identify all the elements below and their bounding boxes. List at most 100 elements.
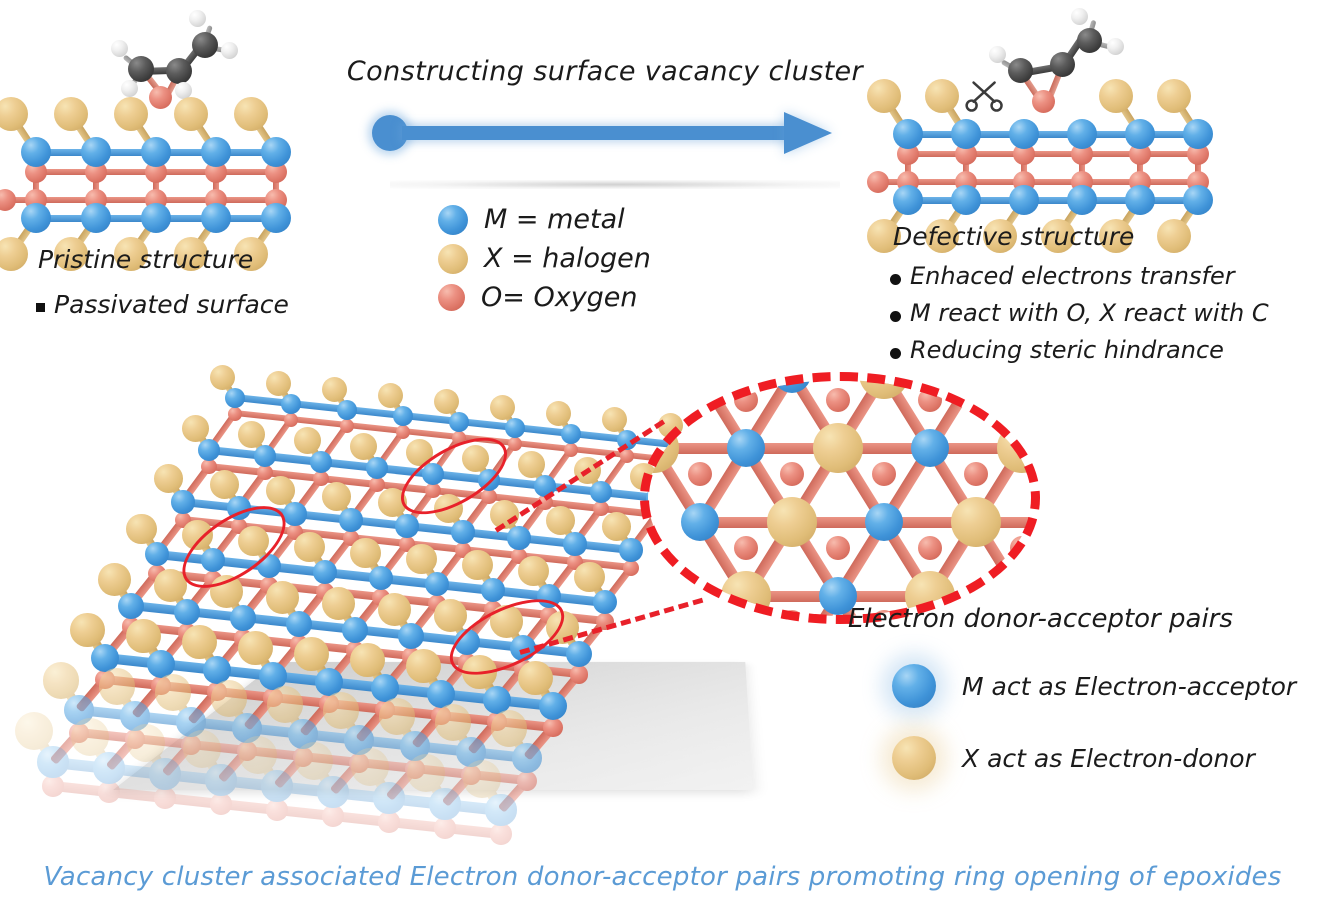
metal-atom-icon [892, 664, 936, 708]
oxygen-atom [266, 799, 288, 821]
bond [156, 148, 216, 156]
halogen-atom-icon [892, 736, 936, 780]
bond [966, 151, 1024, 157]
dot-bullet-icon [890, 274, 901, 285]
oxygen-atom [42, 775, 64, 797]
halogen-atom [182, 729, 221, 768]
halogen-atom [982, 219, 1017, 253]
legend-label: O= Oxygen [481, 282, 638, 313]
metal-atom [227, 496, 251, 520]
halogen-atom [173, 97, 208, 131]
bond [908, 130, 966, 138]
halogen-atom [518, 555, 549, 587]
halogen-atom [210, 470, 239, 499]
legend-label: X = halogen [484, 243, 651, 274]
halogen-atom [113, 97, 148, 131]
halogen-atom [210, 575, 243, 608]
oxygen-atom [283, 412, 298, 427]
halogen-atom [378, 383, 403, 409]
metal-atom [141, 137, 171, 167]
oxygen-atom [210, 793, 232, 815]
halogen-atom [462, 759, 501, 798]
oxygen-atom [68, 722, 90, 744]
oxygen-atom [490, 823, 512, 845]
halogen-atom [574, 561, 605, 593]
halogen-atom [42, 662, 79, 699]
list-item: M react with O, X react with C [890, 299, 1310, 327]
metal-atom [893, 119, 923, 149]
metal-atom [312, 559, 338, 585]
bond [216, 214, 276, 222]
halogen-atom [350, 537, 381, 569]
halogen-atom [322, 692, 359, 729]
bond [96, 197, 156, 203]
defective-structure-label: Defective structure [893, 222, 1135, 251]
bond [966, 196, 1024, 204]
metal-atom [200, 547, 226, 573]
oxygen-atom [955, 143, 977, 165]
halogen-atom [434, 704, 471, 741]
oxygen-atom [145, 161, 167, 183]
metal-atom [120, 701, 150, 731]
halogen-atom [378, 488, 407, 517]
metal-atom [563, 532, 587, 556]
metal-atom [171, 490, 195, 514]
list-item: Enhaced electrons transfer [890, 262, 1310, 290]
halogen-atom [518, 660, 553, 696]
bond [216, 148, 276, 156]
pair-legend-title: Electron donor-acceptor pairs [848, 604, 1233, 634]
metal-atom [512, 743, 542, 773]
halogen-atom [462, 549, 493, 581]
bond [156, 169, 216, 175]
halogen-atom [0, 97, 28, 131]
epoxide-molecule-left [95, 8, 245, 109]
oxygen-atom [425, 483, 441, 499]
metal-atom-icon [438, 204, 468, 235]
oxygen-atom [622, 559, 640, 577]
bond [156, 197, 216, 203]
epoxide-molecule-right [975, 8, 1125, 113]
slab-lattice [14, 365, 835, 860]
metal-atom [456, 737, 486, 767]
metal-atom [344, 725, 374, 755]
halogen-atom [126, 618, 161, 654]
halogen-atom [53, 97, 88, 131]
metal-atom [21, 137, 51, 167]
metal-atom [1125, 119, 1155, 149]
metal-atom [368, 565, 394, 591]
bond [36, 214, 96, 222]
oxygen-atom [451, 430, 466, 445]
metal-atom [400, 731, 430, 761]
oxygen-atom [201, 459, 217, 475]
metal-atom [317, 776, 349, 808]
metal-atom [21, 203, 51, 233]
metal-atom [173, 598, 201, 626]
metal-atom [448, 411, 470, 433]
passivated-surface-bullet: Passivated surface [36, 290, 289, 319]
hydrogen-atom [1071, 8, 1088, 25]
bond [908, 196, 966, 204]
oxygen-atom [395, 424, 410, 439]
hydrogen-atom [111, 40, 128, 57]
pair-legend-item-acceptor: M act as Electron-acceptor [892, 650, 1296, 722]
bond [1024, 196, 1082, 204]
oxygen-atom [265, 161, 287, 183]
legend-item-halogen: X = halogen [438, 239, 651, 278]
bond [36, 197, 96, 203]
metal-atom [205, 764, 237, 796]
bond [966, 130, 1024, 138]
metal-atom [146, 649, 176, 679]
legend-label: M = metal [484, 204, 625, 235]
oxygen-atom [593, 501, 609, 517]
bond [1140, 151, 1198, 157]
metal-atom [176, 707, 206, 737]
carbon-atom [1008, 58, 1033, 83]
halogen-atom [154, 464, 183, 493]
arrow-shadow [390, 180, 840, 189]
bond [4, 197, 36, 203]
pair-legend-label: M act as Electron-acceptor [962, 671, 1297, 701]
halogen-atom [294, 636, 329, 672]
atom-legend: M = metal X = halogen O= Oxygen [438, 200, 651, 317]
bond [1140, 130, 1198, 138]
oxygen-atom [1129, 143, 1151, 165]
